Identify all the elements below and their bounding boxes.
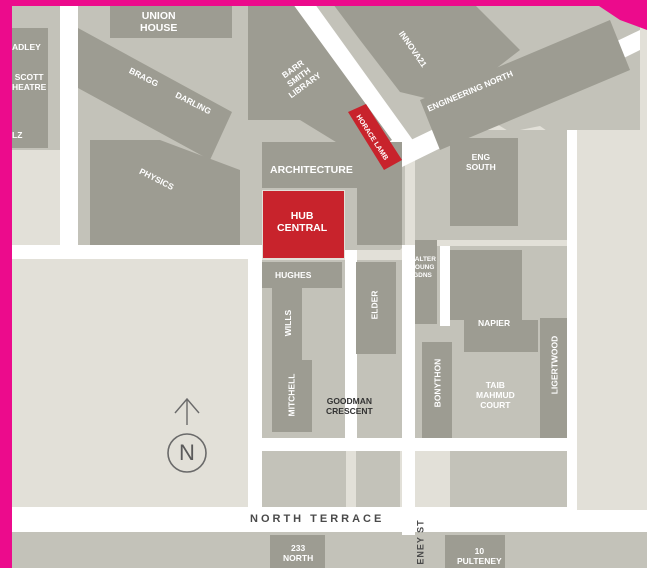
building-horace-lamb[interactable] [348, 104, 402, 170]
compass-letter: N [179, 440, 195, 465]
building-elder [356, 262, 396, 354]
path-westside [60, 0, 78, 245]
building-architecture [262, 142, 362, 188]
building-bragg-darling [78, 28, 232, 160]
building-engineering-north [420, 20, 630, 150]
building-10-pulteney [445, 535, 505, 568]
block-south-a [262, 451, 346, 507]
label-mitchell: MITCHELL [286, 373, 297, 417]
path-west [248, 245, 262, 510]
building-physics [90, 140, 240, 245]
ground-east [567, 130, 647, 510]
path-mid [0, 245, 262, 259]
building-eng-south [450, 138, 518, 226]
label-architecture: ARCHITECTURE [270, 164, 353, 176]
block-south-c [450, 451, 567, 507]
building-bonython [422, 342, 452, 438]
building-hughes [262, 262, 342, 288]
path-south-2 [262, 438, 412, 451]
building-hub-central[interactable] [263, 191, 344, 258]
path-east [567, 130, 577, 510]
building-mitchell [272, 360, 312, 432]
building-ligertwood [540, 318, 567, 438]
frame-corner [590, 0, 647, 30]
building-233-north [270, 535, 325, 568]
north-terrace-road [0, 507, 647, 532]
label-hughes: HUGHES [275, 270, 312, 280]
building-napier [450, 250, 538, 352]
label-napier: NAPIER [478, 318, 511, 328]
pulteney-street-road [402, 245, 415, 535]
north-arrow-icon: N [163, 397, 211, 475]
building-union-house [110, 0, 232, 38]
block-south-b [356, 451, 400, 507]
path-elder [345, 250, 357, 450]
building-wills [272, 288, 302, 360]
label-ligertwood: LIGERTWOOD [549, 335, 560, 395]
label-bonython: BONYTHON [432, 358, 443, 408]
frame-top [0, 0, 647, 6]
building-walter-young [415, 240, 437, 324]
label-wills: WILLS [283, 309, 294, 337]
label-elder: ELDER [369, 290, 380, 320]
street-pulteney: ENEY ST [415, 519, 426, 565]
label-bradley: ADLEY [12, 42, 41, 52]
path-walter [440, 246, 450, 326]
street-north-terrace: NORTH TERRACE [250, 513, 385, 525]
label-elz: LZ [12, 130, 23, 140]
path-diagonal [290, 0, 420, 160]
frame-left [0, 0, 12, 568]
